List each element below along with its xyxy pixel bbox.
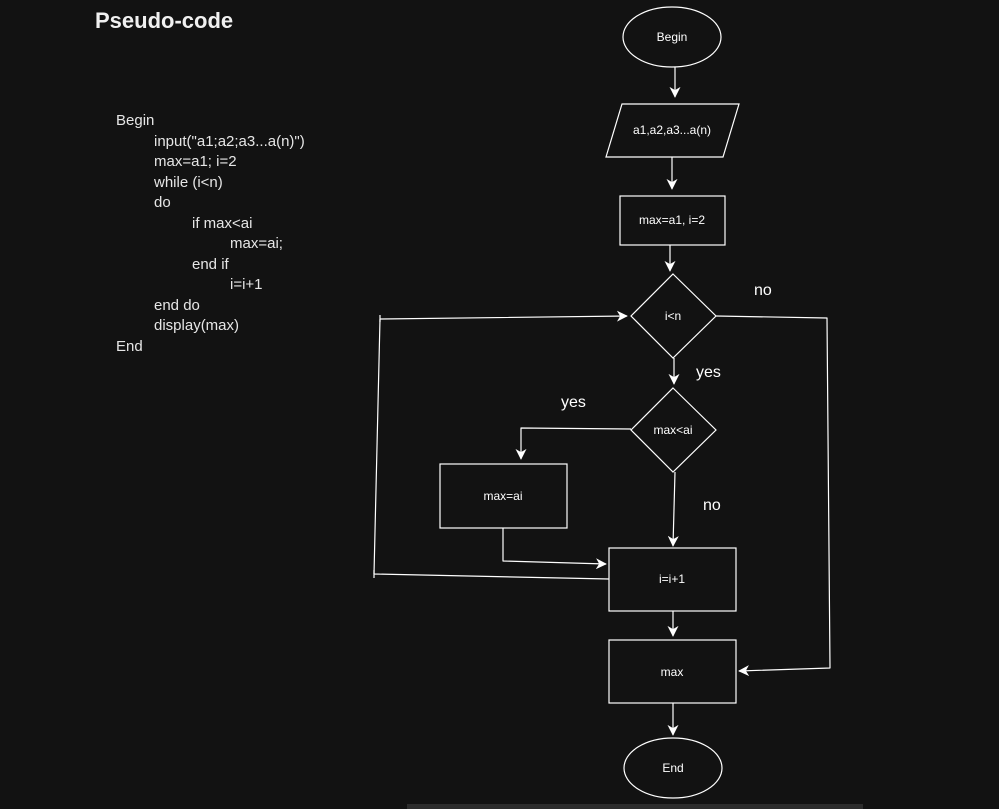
pseudocode-line: if max<ai bbox=[192, 214, 253, 232]
edge-label-loop-no: no bbox=[754, 282, 772, 299]
input-label: a1,a2,a3...a(n) bbox=[633, 123, 711, 137]
pseudocode-block: Begin input("a1;a2;a3...a(n)") max=a1; i… bbox=[116, 111, 305, 357]
init-label: max=a1, i=2 bbox=[639, 213, 705, 227]
pseudocode-line: max=ai; bbox=[230, 235, 283, 252]
loop-condition-label: i<n bbox=[665, 309, 681, 323]
horizontal-scrollbar[interactable] bbox=[407, 804, 863, 809]
assign-max-label: max=ai bbox=[483, 489, 522, 503]
max-condition-diamond[interactable] bbox=[630, 387, 717, 473]
begin-terminator[interactable] bbox=[622, 6, 722, 68]
end-terminator[interactable] bbox=[623, 737, 723, 799]
arrow-max-yes bbox=[515, 427, 632, 460]
arrow-assign-to-increment bbox=[502, 528, 607, 570]
init-process-box[interactable] bbox=[619, 195, 726, 246]
input-parallelogram[interactable] bbox=[605, 103, 740, 158]
pseudocode-line: do bbox=[154, 194, 171, 211]
pseudocode-line: end do bbox=[154, 296, 200, 314]
arrow-loop-back bbox=[373, 310, 628, 580]
arrow-loop-no bbox=[715, 315, 831, 677]
edge-label-loop-yes: yes bbox=[696, 364, 721, 381]
pseudocode-line: max=a1; i=2 bbox=[154, 153, 237, 170]
pseudocode-line: input("a1;a2;a3...a(n)") bbox=[154, 132, 305, 150]
pseudocode-line: Begin bbox=[116, 112, 155, 129]
loop-condition-diamond[interactable] bbox=[630, 273, 717, 359]
begin-label: Begin bbox=[657, 30, 688, 44]
edge-label-max-yes: yes bbox=[561, 394, 586, 411]
pseudocode-line: end if bbox=[192, 255, 229, 273]
page-title: Pseudo-code bbox=[95, 8, 234, 33]
edge-label-max-no: no bbox=[703, 497, 721, 514]
pseudocode-line: i=i+1 bbox=[230, 276, 263, 293]
output-label: max bbox=[661, 665, 684, 679]
pseudocode-line: End bbox=[116, 337, 143, 355]
increment-label: i=i+1 bbox=[659, 572, 685, 586]
pseudocode-line: while (i<n) bbox=[154, 173, 223, 191]
end-label: End bbox=[662, 761, 683, 775]
pseudocode-line: display(max) bbox=[154, 317, 240, 334]
arrow-max-no bbox=[667, 471, 679, 547]
max-condition-label: max<ai bbox=[653, 423, 692, 437]
